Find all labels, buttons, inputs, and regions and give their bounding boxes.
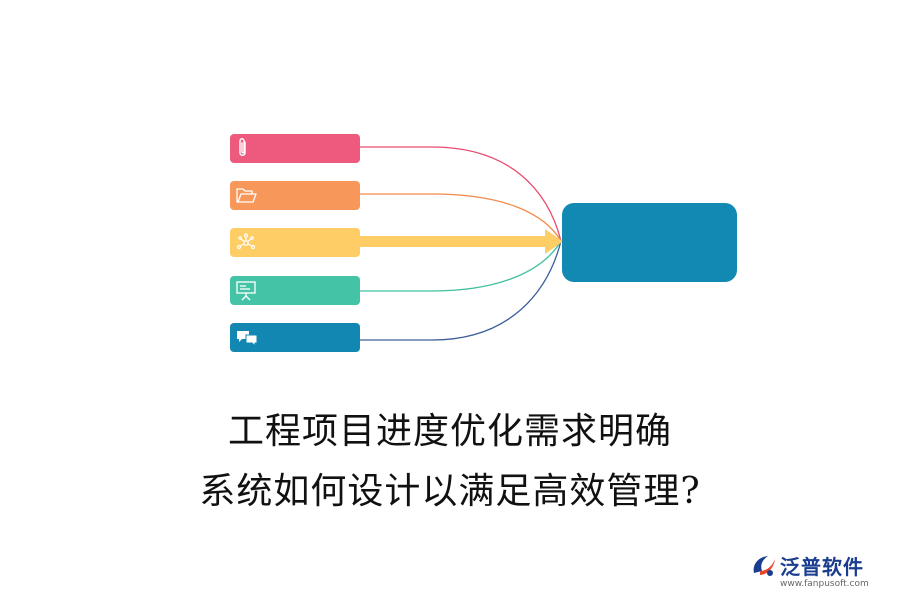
item-3: [230, 228, 360, 257]
hub-box: [562, 203, 737, 282]
connector-5: [359, 240, 562, 341]
folder-icon: [236, 188, 257, 203]
main-arrow: [359, 229, 563, 254]
presentation-board-icon: [236, 281, 256, 301]
brand-logo-icon: [753, 556, 775, 576]
connector-4: [359, 240, 562, 292]
paperclip-icon: [239, 138, 246, 156]
title-line-2: 系统如何设计以满足高效管理?: [199, 471, 701, 512]
chat-bubbles-icon: [237, 331, 258, 348]
title-line-1: 工程项目进度优化需求明确: [227, 411, 672, 452]
brand-name: 泛普软件: [780, 555, 864, 579]
network-icon: [236, 233, 256, 250]
connector-1: [359, 146, 562, 242]
connector-2: [359, 193, 562, 242]
item-4: [230, 276, 360, 305]
connectors: [359, 146, 562, 341]
item-2: [230, 181, 360, 210]
brand-watermark: 泛普软件 www.fanpusoft.com: [750, 549, 890, 595]
item-1: [230, 134, 360, 163]
brand-url: www.fanpusoft.com: [780, 579, 869, 589]
item-5: [230, 323, 360, 352]
